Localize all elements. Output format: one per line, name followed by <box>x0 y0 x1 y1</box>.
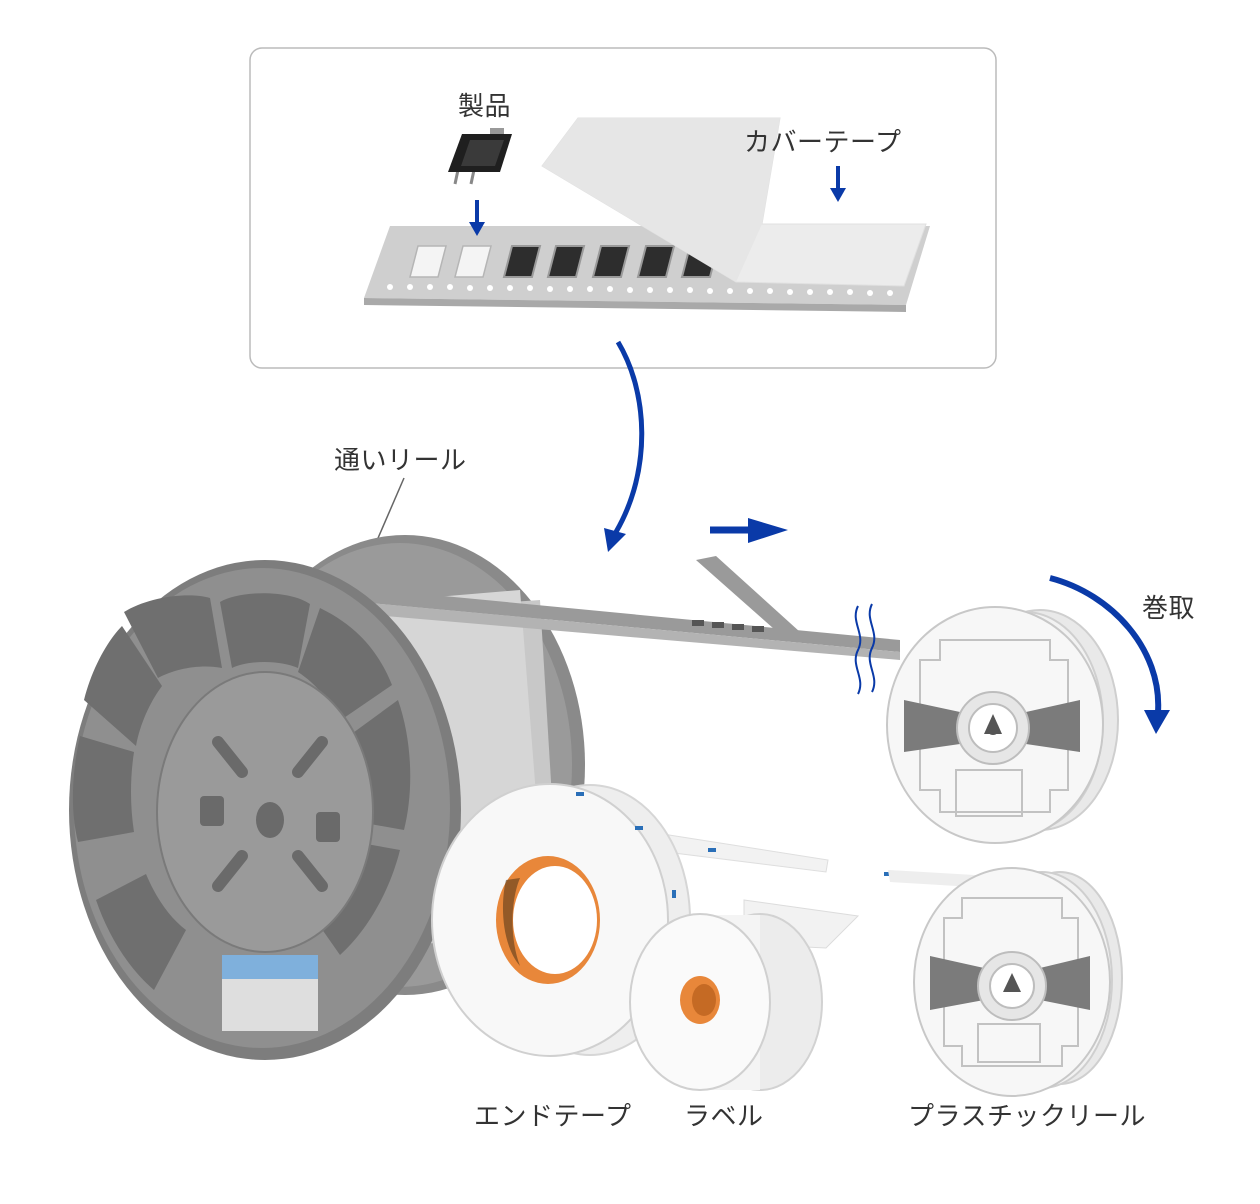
right-arrow-icon <box>710 518 788 543</box>
plastic-reel-winding <box>887 607 1118 843</box>
label-through-reel: 通いリール <box>334 440 467 477</box>
inset-panel <box>250 48 996 368</box>
feed-arrow-icon <box>604 342 642 552</box>
plastic-reel <box>914 868 1122 1096</box>
label-plastic-reel: プラスチックリール <box>908 1096 1146 1133</box>
reel-label-sticker <box>222 955 318 1031</box>
label-cover-tape: カバーテープ <box>744 122 901 159</box>
label-product: 製品 <box>458 86 511 123</box>
label-label: ラベル <box>684 1096 764 1133</box>
label-end-tape: エンドテープ <box>474 1096 631 1133</box>
label-winding: 巻取 <box>1142 588 1195 625</box>
label-roll <box>630 900 858 1090</box>
